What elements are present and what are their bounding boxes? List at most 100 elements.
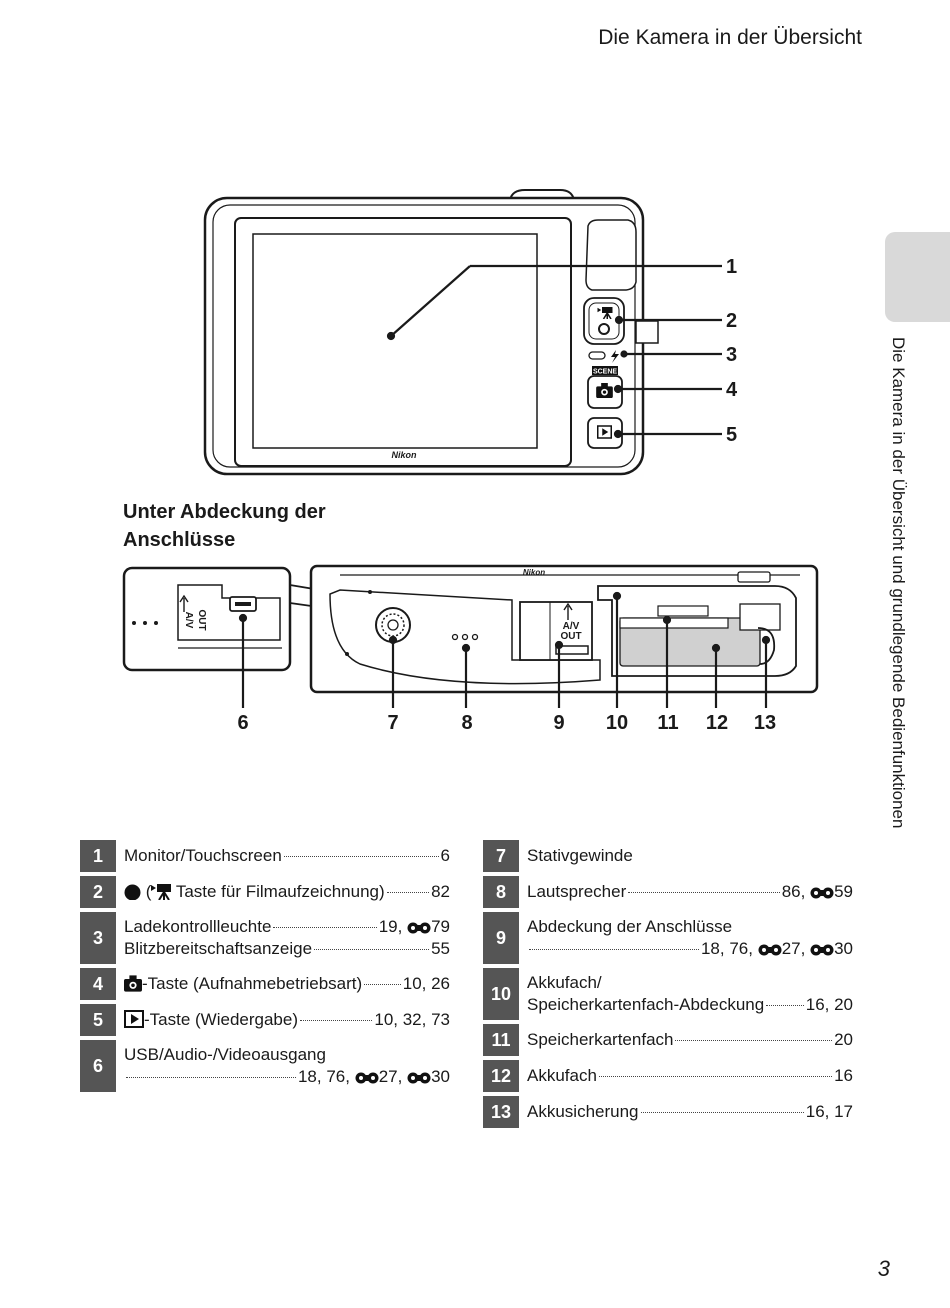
reference-binocular-icon [810,944,834,956]
legend-num: 12 [483,1060,519,1092]
movie-record-icon [151,884,172,900]
reference-binocular-icon [407,1072,431,1084]
camera-icon [124,975,142,992]
legend-num: 13 [483,1096,519,1128]
legend-ref-pages: 79 [431,917,450,936]
legend-ref-pages-1: 27, [378,1067,403,1086]
legend-row-6: 6 USB/Audio-/Videoausgang 18, 76, 27, 30 [80,1040,450,1092]
inset-av-label-top: A/V [183,612,194,629]
legend-num: 11 [483,1024,519,1056]
callout-12: 12 [706,712,728,734]
bezel-brand-label: Nikon [391,450,417,460]
callout-7: 7 [387,712,398,734]
legend-row-8: 8 Lautsprecher 86, 59 [483,876,853,908]
reference-binocular-icon [407,922,431,934]
inset-av-label-bottom: OUT [196,609,207,630]
legend-row-4: 4 -Taste (Aufnahmebetriebsart) 10, 26 [80,968,450,1000]
legend-row-12: 12 Akkufach 16 [483,1060,853,1092]
callout-5: 5 [726,424,737,446]
usb-icon-inset [179,594,189,612]
legend-num: 3 [80,912,116,964]
legend-label: USB/Audio-/Videoausgang [124,1045,326,1064]
legend-ref-pages-2: 30 [431,1067,450,1086]
legend-num: 10 [483,968,519,1020]
legend-pages-2: 18, 76, [297,1067,350,1086]
callout-9: 9 [553,712,564,734]
callout-6: 6 [237,712,248,734]
av-label-top: A/V [563,621,580,632]
callout-10: 10 [606,712,628,734]
av-label-bottom: OUT [560,631,581,642]
legend-label-2: Blitzbereitschaftsanzeige [124,939,313,958]
scene-label: SCENE [593,369,617,376]
play-icon [597,425,612,439]
flash-icon [611,350,619,363]
callout-3: 3 [726,344,737,366]
legend-label: Taste für Filmaufzeichnung) [175,882,385,901]
play-icon [124,1010,144,1028]
legend-label: Lautsprecher [527,882,627,901]
callout-13: 13 [754,712,776,734]
legend-pages-2: 18, 76, [700,939,753,958]
chapter-tab-label: Die Kamera in der Übersicht und grundleg… [889,337,908,829]
reference-binocular-icon [810,887,834,899]
legend-ref-pages-2: 30 [834,939,853,958]
callout-1: 1 [726,256,737,278]
legend-row-3: 3 Ladekontrollleuchte 19, 79 Blitzbereits… [80,912,450,964]
legend-label-prefix: ( [145,882,152,901]
bottom-brand-label: Nikon [523,568,545,577]
legend-label: Akkufach/ [527,973,602,992]
section-heading-line2: Anschlüsse [123,529,236,551]
section-heading: Unter Abdeckung der Anschlüsse [123,498,383,554]
legend-num: 8 [483,876,519,908]
legend-num: 1 [80,840,116,872]
legend-row-2: 2 ( Taste für Filmaufzeichnung) 82 [80,876,450,908]
legend-ref-pages: 59 [834,882,853,901]
legend-pages: 16 [834,1066,853,1085]
legend-num: 7 [483,840,519,872]
page-header-title: Die Kamera in der Übersicht [598,26,862,49]
chapter-tab [885,232,950,322]
legend-label: Akkufach [527,1066,597,1085]
legend-row-7: 7 Stativgewinde [483,840,853,872]
legend-pages: 16, 17 [805,1102,853,1121]
legend-pages: 19, [378,917,403,936]
callout-11: 11 [657,712,678,734]
record-circle-icon [124,884,141,900]
legend-label-2: Speicherkartenfach-Abdeckung [527,995,765,1014]
callout-4: 4 [726,379,738,401]
legend-label: -Taste (Aufnahmebetriebsart) [142,974,363,993]
reference-binocular-icon [355,1072,379,1084]
reference-binocular-icon [758,944,782,956]
legend-label: Abdeckung der Anschlüsse [527,917,733,936]
legend-num: 2 [80,876,116,908]
legend-row-5: 5 -Taste (Wiedergabe) 10, 32, 73 [80,1004,450,1036]
legend-pages-2: 16, 20 [805,995,853,1014]
legend-label: Stativgewinde [527,846,633,865]
legend-row-11: 11 Speicherkartenfach 20 [483,1024,853,1056]
legend-label: Ladekontrollleuchte [124,917,272,936]
legend-num: 9 [483,912,519,964]
legend-num: 4 [80,968,116,1000]
legend-pages: 10, 32, 73 [374,1010,450,1029]
legend-pages: 86, [781,882,806,901]
callout-8: 8 [461,712,472,734]
legend-row-9: 9 Abdeckung der Anschlüsse 18, 76, 27, 3… [483,912,853,964]
legend-num: 6 [80,1040,116,1092]
legend-label: -Taste (Wiedergabe) [144,1010,299,1029]
legend-label: Monitor/Touchscreen [124,846,282,865]
section-heading-line1: Unter Abdeckung der [123,501,326,523]
legend-label: Speicherkartenfach [527,1030,674,1049]
usb-icon [563,602,573,620]
legend-right: 7 Stativgewinde 8 Lautsprecher 86, 59 9 A… [483,836,853,1132]
page-number: 3 [877,1256,890,1281]
legend-label: Akkusicherung [527,1102,639,1121]
legend-num: 5 [80,1004,116,1036]
legend-pages: 20 [834,1030,853,1049]
legend-pages: 82 [431,882,450,901]
legend-pages: 10, 26 [402,974,450,993]
callout-2: 2 [726,310,737,332]
